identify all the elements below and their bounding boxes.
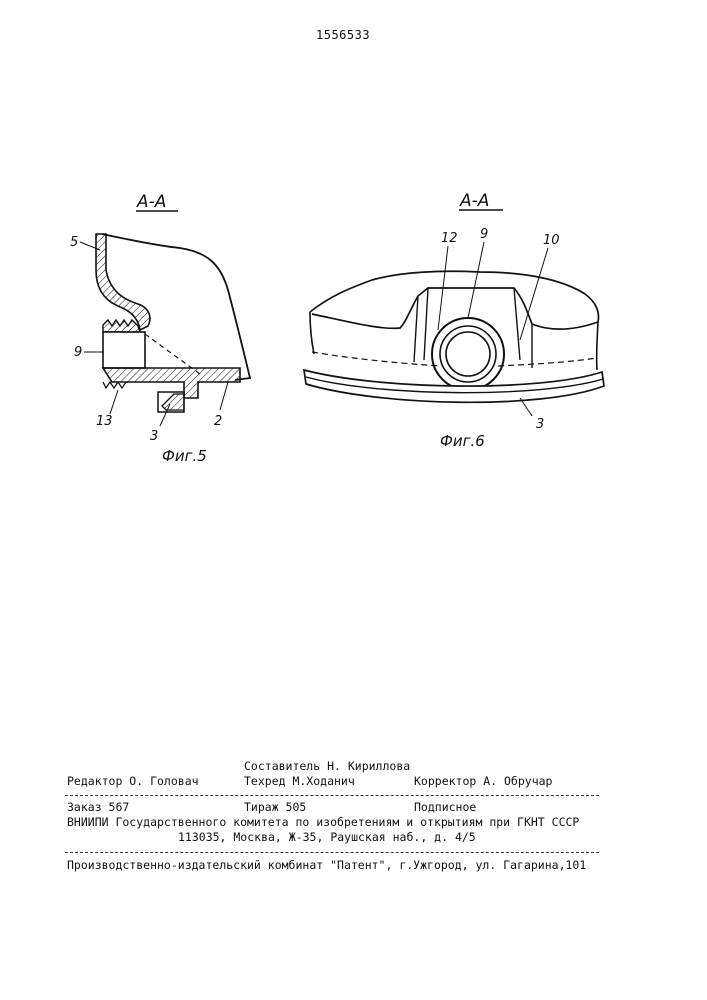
fig5-wall-part-5 xyxy=(96,234,150,330)
fig5-caption: Фиг.5 xyxy=(162,447,207,465)
imprint-order: Заказ 567 xyxy=(67,800,129,814)
fig5-callout-5: 5 xyxy=(70,235,78,250)
fig6-callout-12: 12 xyxy=(441,231,458,246)
imprint-printer: Производственно-издательский комбинат "П… xyxy=(67,858,586,872)
fig5-element-9 xyxy=(103,332,145,368)
imprint-editor: Редактор О. Головач xyxy=(67,774,199,788)
figure-5-drawing: А-А 5 9 13 3 2 Фиг.5 xyxy=(70,192,250,465)
fig5-callout-9: 9 xyxy=(74,345,82,360)
imprint-institute: ВНИИПИ Государственного комитета по изоб… xyxy=(67,815,579,829)
imprint-proofreader: Корректор А. Обручар xyxy=(414,774,552,788)
fig5-callout-13: 13 xyxy=(96,414,113,429)
imprint-subscription: Подписное xyxy=(414,800,476,814)
fig6-callout-10: 10 xyxy=(543,233,560,248)
imprint-rule-bottom xyxy=(65,852,599,853)
fig6-callout-3: 3 xyxy=(536,417,544,432)
fig6-body-outline xyxy=(310,271,598,322)
fig5-thread-top xyxy=(103,320,140,332)
imprint-rule-top xyxy=(65,795,599,796)
fig5-callout-2: 2 xyxy=(214,414,222,429)
imprint-compiler: Составитель Н. Кириллова xyxy=(244,759,410,773)
fig6-callout-9: 9 xyxy=(480,227,488,242)
imprint-address: 113035, Москва, Ж-35, Раушская наб., д. … xyxy=(178,830,476,844)
fig5-callout-3: 3 xyxy=(150,429,158,444)
fig6-caption: Фиг.6 xyxy=(440,432,485,450)
fig6-ring-9 xyxy=(432,318,504,390)
imprint-circulation: Тираж 505 xyxy=(244,800,306,814)
imprint-tech-editor: Техред М.Ходанич xyxy=(244,774,355,788)
figure-6-drawing: А-А 12 9 10 3 Фиг.6 xyxy=(304,191,604,450)
technical-drawing: А-А 5 9 13 3 2 Фиг.5 А-А xyxy=(0,0,707,480)
fig6-section-label: А-А xyxy=(459,191,489,211)
fig5-section-label: А-А xyxy=(136,192,166,212)
